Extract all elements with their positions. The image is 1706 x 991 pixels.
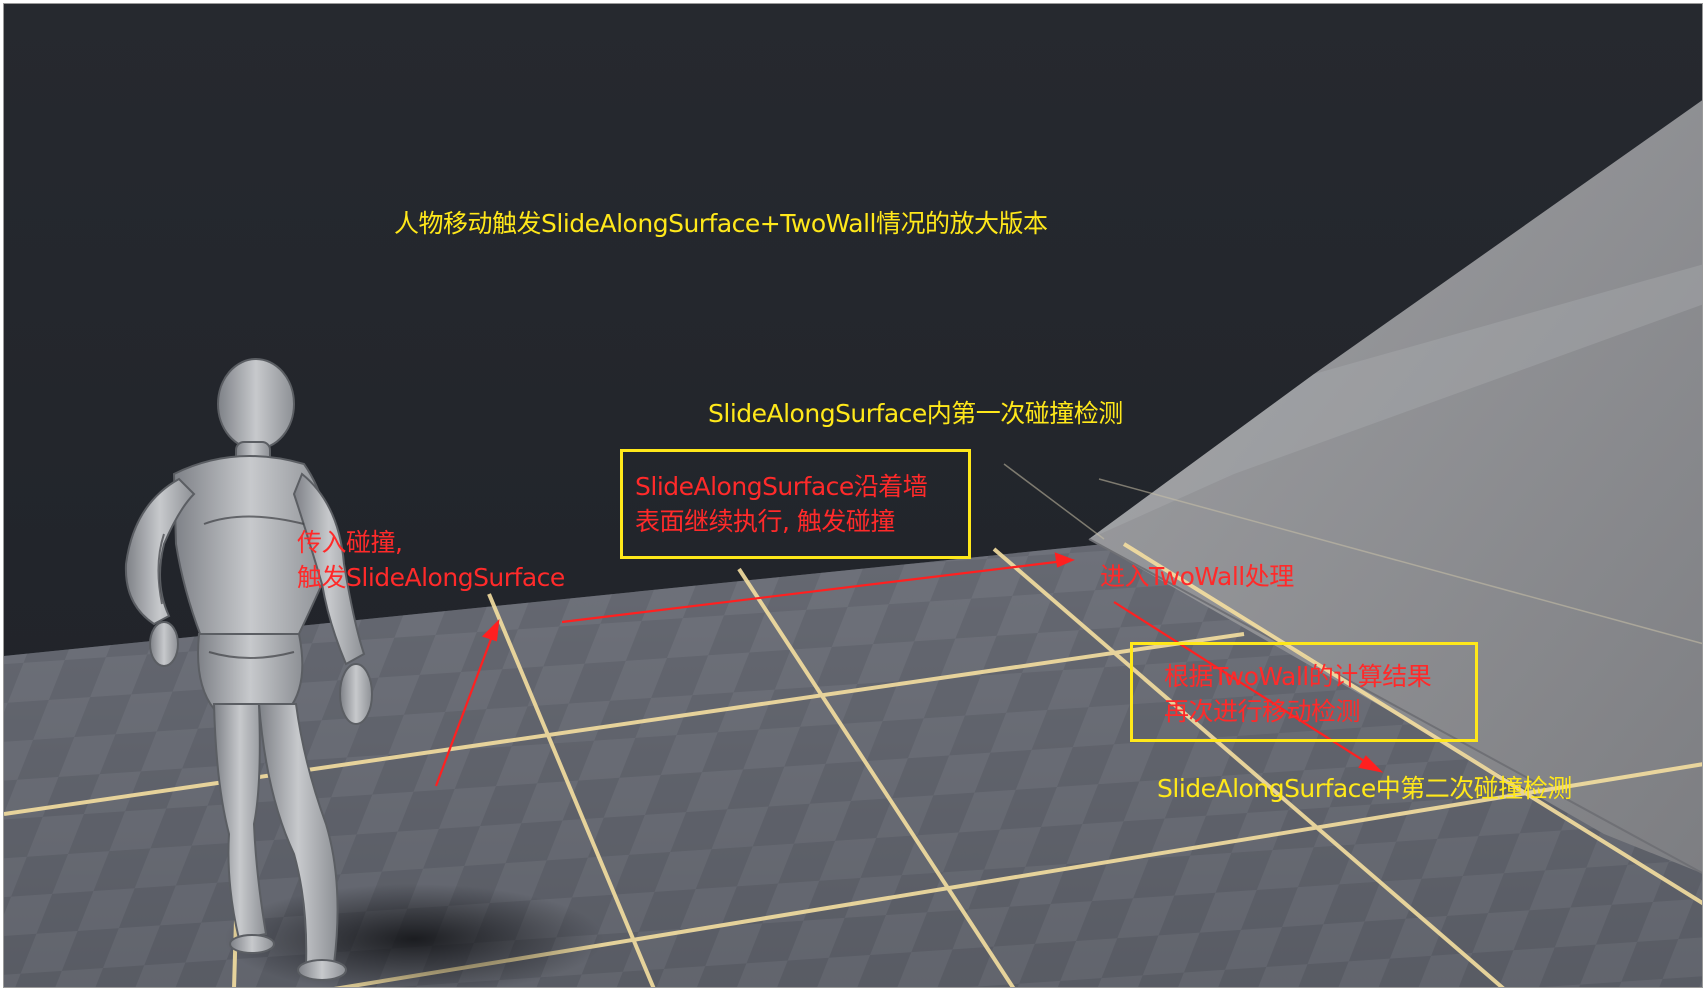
floor-checker [4,539,1702,987]
title-annotation: 人物移动触发SlideAlongSurface+TwoWall情况的放大版本 [394,209,1048,238]
second-check-annotation: SlideAlongSurface中第二次碰撞检测 [1157,774,1572,803]
level-scene [4,4,1702,987]
slide-annotation-line2: 表面继续执行, 触发碰撞 [635,507,895,536]
first-check-annotation: SlideAlongSurface内第一次碰撞检测 [708,399,1123,428]
ramp-surface [1089,100,1702,874]
enter-twowall-annotation: 进入TwoWall处理 [1100,562,1294,591]
twowall-annotation-line1: 根据TwoWall的计算结果 [1164,662,1432,691]
collision-annotation-line1: 传入碰撞, [297,528,403,557]
twowall-annotation-line2: 再次进行移动检测 [1164,697,1361,726]
grid-lines [4,542,1702,987]
collision-annotation-line2: 触发SlideAlongSurface [297,563,565,592]
twowall-annotation-box [1130,642,1478,742]
game-viewport[interactable]: 人物移动触发SlideAlongSurface+TwoWall情况的放大版本 S… [3,3,1703,988]
annotation-arrows [434,552,1384,787]
slide-annotation-line1: SlideAlongSurface沿着墙 [635,472,928,501]
slide-annotation-box [620,449,971,559]
